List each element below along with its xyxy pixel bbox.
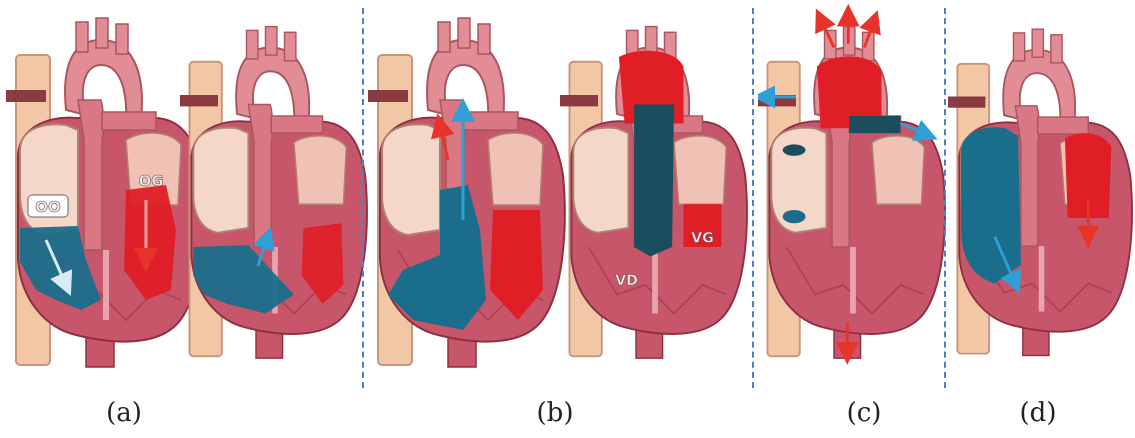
panel-divider bbox=[362, 8, 364, 388]
deoxygenated-blood-region bbox=[961, 127, 1021, 283]
panel-divider bbox=[944, 8, 946, 388]
heart-diagram-d bbox=[948, 0, 1135, 380]
heart-diagram-b2: VD VG bbox=[560, 0, 750, 380]
vg-label: VG bbox=[691, 230, 714, 246]
vd-label: VD bbox=[615, 273, 638, 289]
heart-diagram-c bbox=[758, 0, 948, 380]
heart-diagram-b1 bbox=[368, 0, 568, 380]
deoxygenated-blood-region bbox=[849, 116, 900, 133]
og-label: OG bbox=[138, 172, 163, 190]
oo-label: OO bbox=[35, 198, 61, 216]
caption-d: (d) bbox=[998, 398, 1078, 428]
caption-b: (b) bbox=[515, 398, 595, 428]
panel-divider bbox=[752, 8, 754, 388]
deoxygenated-blood-region bbox=[634, 105, 674, 257]
heart-diagram-a1: OO OG bbox=[6, 0, 206, 380]
caption-a: (a) bbox=[84, 398, 164, 428]
caption-c: (c) bbox=[824, 398, 904, 428]
heart-diagram-a2 bbox=[180, 0, 370, 380]
